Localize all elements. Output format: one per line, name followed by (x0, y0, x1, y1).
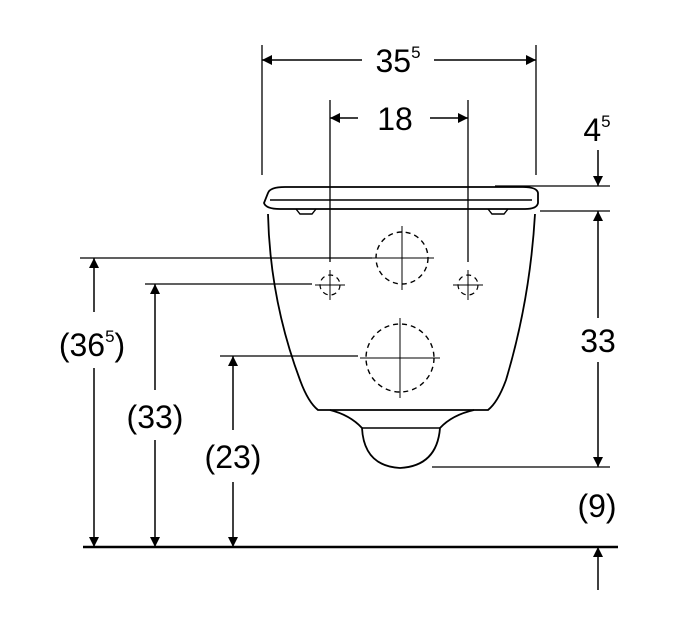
connection-holes (315, 226, 483, 398)
extension-lines (80, 45, 610, 468)
seat-hinge-left (295, 208, 317, 215)
outlet-spigot (329, 409, 475, 469)
dim-fixing-distance: 18 (377, 101, 413, 137)
bowl-body (267, 213, 536, 411)
dim-seat-thickness: 45 (583, 112, 610, 148)
dim-width-total: 355 (375, 43, 420, 79)
seat-lid (263, 186, 539, 210)
toilet-outline (263, 186, 539, 469)
dim-height-fixings: (33) (127, 399, 184, 435)
dim-height-upper-hole: (365) (59, 327, 125, 363)
seat-hinge-right (487, 208, 509, 215)
dim-height-outlet: (9) (577, 488, 616, 524)
dim-height-lower-hole: (23) (205, 439, 262, 475)
dimension-arrows (89, 55, 603, 590)
dim-height-body: 33 (580, 323, 616, 359)
